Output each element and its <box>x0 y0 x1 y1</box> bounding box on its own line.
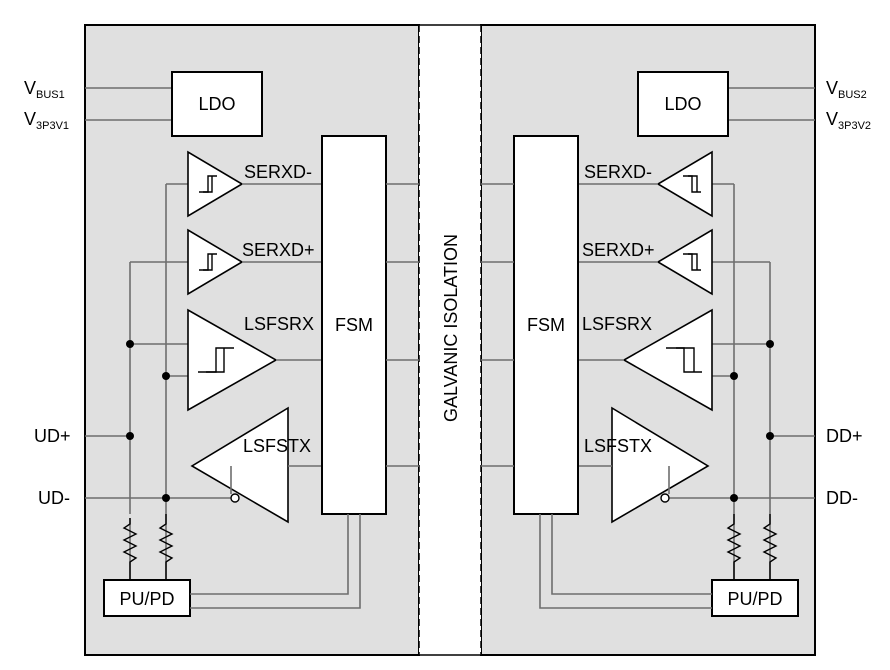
left-fsm-label: FSM <box>335 315 373 335</box>
left-lsfsrx-hysteresis-icon-2 <box>206 348 225 373</box>
right-pin-ddplus-label: DD+ <box>826 426 863 446</box>
right-fsm-block <box>513 135 579 515</box>
left-serxdminus-label: SERXD- <box>244 162 312 182</box>
left-pupd-block <box>103 579 191 617</box>
right-serxdminus-hysteresis-icon-2 <box>688 175 698 192</box>
left-resistor-2 <box>158 514 174 580</box>
right-lsfsrx-hysteresis-icon <box>666 347 702 373</box>
right-lsfsrx-receiver <box>622 308 713 412</box>
left-lsfstx-enable-bubble <box>230 493 240 503</box>
right-lsfstx-driver <box>611 406 710 524</box>
left-pin-udplus-label: UD+ <box>34 426 71 446</box>
right-lsfsrx-label: LSFSRX <box>582 314 652 334</box>
left-ldo-block <box>171 71 263 137</box>
right-pupd-label: PU/PD <box>727 589 782 609</box>
left-pin-udminus-label: UD- <box>38 488 70 508</box>
right-ldo-label: LDO <box>664 94 701 114</box>
left-resistor-1-gap <box>126 514 134 518</box>
right-resistor-2 <box>762 514 778 580</box>
left-v3p3-label: V3P3V1 <box>24 109 69 132</box>
left-fsm-block <box>321 135 387 515</box>
right-junction-3 <box>766 432 774 440</box>
right-serxdplus-label: SERXD+ <box>582 240 655 260</box>
left-junction-1 <box>126 340 134 348</box>
right-junction-4 <box>730 494 738 502</box>
left-lsfsrx-receiver <box>187 308 278 412</box>
left-serxdminus-buffer <box>187 150 244 218</box>
left-lsfstx-label: LSFSTX <box>243 436 311 456</box>
right-serxdminus-buffer <box>656 150 713 218</box>
left-junction-2 <box>162 372 170 380</box>
right-serxdminus-label: SERXD- <box>584 162 652 182</box>
right-pin-ddminus-label: DD- <box>826 488 858 508</box>
right-ldo-block <box>637 71 729 137</box>
left-serxdplus-hysteresis-icon-2 <box>203 254 213 271</box>
left-vbus-label: VBUS1 <box>24 78 65 101</box>
left-serxdminus-hysteresis-icon-2 <box>203 176 213 193</box>
left-junction-3 <box>126 432 134 440</box>
right-v3p3-label: V3P3V2 <box>826 109 871 132</box>
left-lsfstx-driver <box>190 406 289 524</box>
right-junction-1 <box>766 340 774 348</box>
left-resistor-1 <box>122 514 138 580</box>
left-pupd-fsm-wire-2 <box>190 514 361 609</box>
right-resistor-1 <box>726 514 742 580</box>
right-pupd-fsm-wire-1 <box>551 514 712 595</box>
isolation-barrier <box>419 25 481 655</box>
left-pupd-fsm-wire-1 <box>190 514 349 595</box>
left-serxdplus-buffer <box>187 228 244 296</box>
right-pupd-fsm-wire-2 <box>539 514 712 609</box>
galvanic-isolation-label: GALVANIC ISOLATION <box>441 234 461 422</box>
left-junction-4 <box>162 494 170 502</box>
right-lsfstx-enable-bubble <box>660 493 670 503</box>
left-ldo-label: LDO <box>198 94 235 114</box>
right-lsfstx-label: LSFSTX <box>584 436 652 456</box>
right-junction-2 <box>730 372 738 380</box>
right-serxdplus-buffer <box>656 228 713 296</box>
right-lsfsrx-hysteresis-icon-2 <box>676 347 695 372</box>
left-pupd-label: PU/PD <box>119 589 174 609</box>
left-serxdplus-label: SERXD+ <box>242 240 315 260</box>
right-serxdplus-hysteresis-icon-2 <box>688 253 698 270</box>
left-lsfsrx-label: LSFSRX <box>244 314 314 334</box>
right-fsm-label: FSM <box>527 315 565 335</box>
right-vbus-label: VBUS2 <box>826 78 867 101</box>
right-pupd-block <box>711 579 799 617</box>
